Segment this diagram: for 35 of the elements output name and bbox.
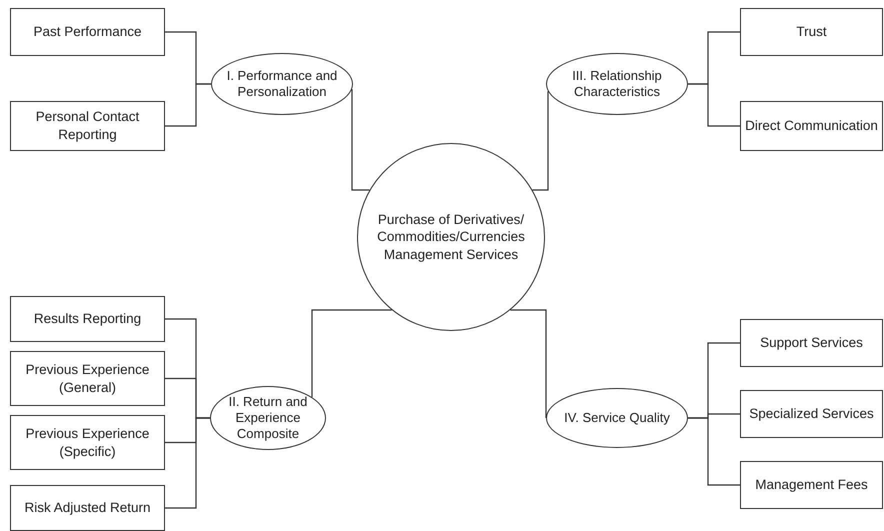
node-label: Previous Experience (Specific) bbox=[24, 424, 150, 460]
node-label: Trust bbox=[796, 23, 827, 41]
node-label: Support Services bbox=[760, 334, 863, 352]
process-box bbox=[10, 296, 165, 342]
node-label: Specialized Services bbox=[749, 405, 874, 423]
node-label: I. Performance and Personalization bbox=[226, 68, 338, 100]
connector-line bbox=[532, 91, 549, 191]
connector-line bbox=[688, 417, 740, 486]
process-box bbox=[10, 351, 165, 406]
process-box bbox=[740, 390, 883, 438]
node-label: IV. Service Quality bbox=[564, 410, 670, 426]
process-box bbox=[740, 319, 883, 367]
process-box bbox=[740, 101, 883, 151]
process-box bbox=[10, 415, 165, 470]
node-label: Risk Adjusted Return bbox=[24, 499, 151, 517]
connector-line bbox=[688, 83, 740, 127]
node-label: II. Return and Experience Composite bbox=[228, 394, 308, 442]
process-box bbox=[10, 485, 165, 531]
connector-line bbox=[311, 309, 392, 398]
process-box bbox=[10, 101, 165, 151]
node-label: Direct Communication bbox=[745, 117, 878, 135]
node-label: Past Performance bbox=[33, 23, 142, 41]
connector-line bbox=[165, 417, 210, 509]
connector-line bbox=[351, 89, 370, 191]
connector-line bbox=[165, 83, 211, 127]
connector-line bbox=[510, 309, 547, 418]
node-label: Previous Experience (General) bbox=[24, 360, 150, 396]
process-box bbox=[740, 8, 883, 56]
process-box bbox=[740, 461, 883, 509]
node-label: Purchase of Derivatives/ Commodities/Currencies Management Services bbox=[376, 210, 526, 264]
node-label: III. Relationship Characteristics bbox=[571, 68, 663, 100]
process-box bbox=[10, 8, 165, 56]
node-label: Results Reporting bbox=[34, 310, 142, 328]
node-label: Personal Contact Reporting bbox=[34, 108, 140, 144]
node-label: Management Fees bbox=[755, 476, 868, 494]
